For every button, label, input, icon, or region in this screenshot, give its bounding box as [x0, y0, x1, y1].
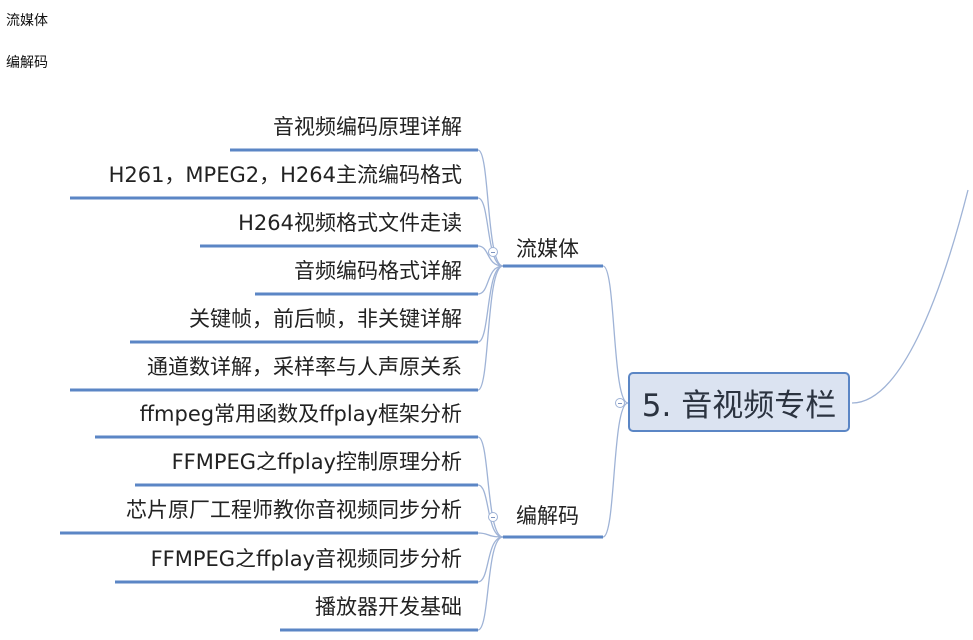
branch-codec[interactable]: 编解码	[516, 504, 579, 528]
leaf-topic[interactable]: H261，MPEG2，H264主流编码格式	[108, 163, 462, 187]
leaf-topic[interactable]: 播放器开发基础	[315, 595, 462, 619]
leaf-topic[interactable]: ffmpeg常用函数及ffplay框架分析	[139, 402, 462, 426]
central-topic-label: 5. 音视频专栏	[641, 387, 837, 424]
branch-connector	[602, 265, 629, 404]
leaf-connector	[477, 197, 504, 267]
leaf-topic[interactable]: FFMPEG之ffplay控制原理分析	[171, 450, 462, 474]
central-connector	[851, 189, 969, 404]
leaf-topic[interactable]: 芯片原厂工程师教你音视频同步分析	[126, 498, 462, 522]
leaf-connector	[477, 245, 504, 267]
leaf-topic[interactable]: 通道数详解，采样率与人声原关系	[147, 355, 462, 379]
collapse-codec-icon[interactable]	[488, 512, 498, 522]
collapse-streaming-icon[interactable]	[488, 247, 498, 257]
leaf-connector	[477, 536, 504, 631]
leaf-topic[interactable]: 关键帧，前后帧，非关键详解	[189, 307, 462, 331]
leaf-topic[interactable]: 音视频编码原理详解	[273, 115, 462, 139]
central-topic[interactable]: 5. 音视频专栏	[628, 372, 850, 432]
collapse-central-icon[interactable]	[615, 398, 625, 408]
leaf-connector	[477, 265, 504, 391]
leaf-connector	[477, 484, 504, 538]
leaf-topic[interactable]: 音频编码格式详解	[294, 259, 462, 283]
leaf-connector	[477, 265, 504, 343]
leaf-connector	[477, 536, 504, 583]
leaf-connector	[477, 149, 504, 267]
leaf-topic[interactable]: FFMPEG之ffplay音视频同步分析	[150, 547, 462, 571]
leaf-connector	[477, 532, 504, 538]
heading-codec: 编解码	[6, 55, 48, 71]
leaf-topic[interactable]: H264视频格式文件走读	[238, 211, 462, 235]
branch-connector	[602, 402, 629, 538]
leaf-connector	[477, 436, 504, 538]
heading-streaming: 流媒体	[6, 13, 48, 29]
branch-streaming[interactable]: 流媒体	[516, 237, 579, 261]
